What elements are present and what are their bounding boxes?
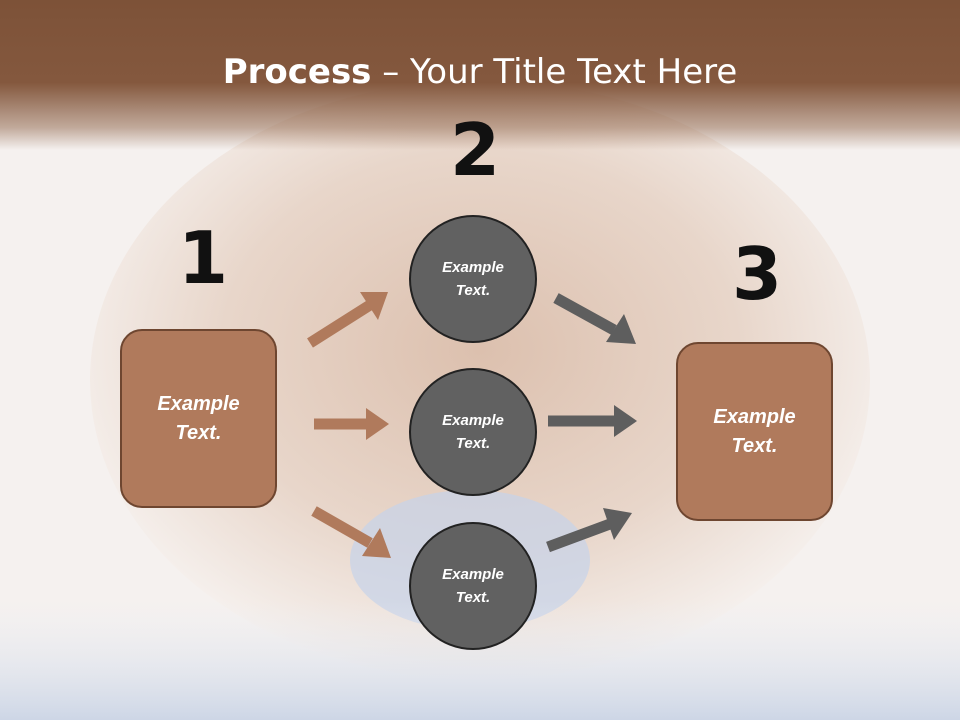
- box-right-line2: Text.: [731, 434, 778, 457]
- process-circle-bottom: Example Text.: [409, 522, 537, 650]
- box-left-line2: Text.: [175, 421, 222, 444]
- title-rest: – Your Title Text Here: [371, 52, 738, 92]
- circle-middle-line2: Text.: [455, 435, 491, 452]
- step-number-3: 3: [732, 232, 783, 316]
- process-circle-middle: Example Text.: [409, 368, 537, 496]
- title-bold: Process: [222, 52, 372, 92]
- arrow-left-to-middle: [314, 408, 389, 440]
- arrow-middle-to-right: [548, 405, 637, 437]
- box-right-line1: Example: [713, 405, 796, 428]
- arrow-left-to-bottom: [311, 506, 391, 558]
- circle-top-line2: Text.: [455, 282, 491, 299]
- arrow-left-to-top: [307, 292, 388, 348]
- arrow-bottom-to-right: [546, 508, 632, 553]
- process-box-left: Example Text.: [120, 329, 277, 508]
- title-bar: [0, 0, 960, 150]
- process-box-right: Example Text.: [676, 342, 833, 521]
- circle-top-line1: Example: [442, 259, 504, 276]
- circle-middle-line1: Example: [442, 412, 504, 429]
- slide-title: Process – Your Title Text Here: [0, 52, 960, 92]
- circle-bottom-line1: Example: [442, 566, 504, 583]
- process-circle-top: Example Text.: [409, 215, 537, 343]
- step-number-2: 2: [450, 108, 501, 192]
- arrow-top-to-right: [553, 293, 636, 344]
- step-number-1: 1: [178, 216, 229, 300]
- circle-bottom-line2: Text.: [455, 589, 491, 606]
- box-left-line1: Example: [157, 392, 240, 415]
